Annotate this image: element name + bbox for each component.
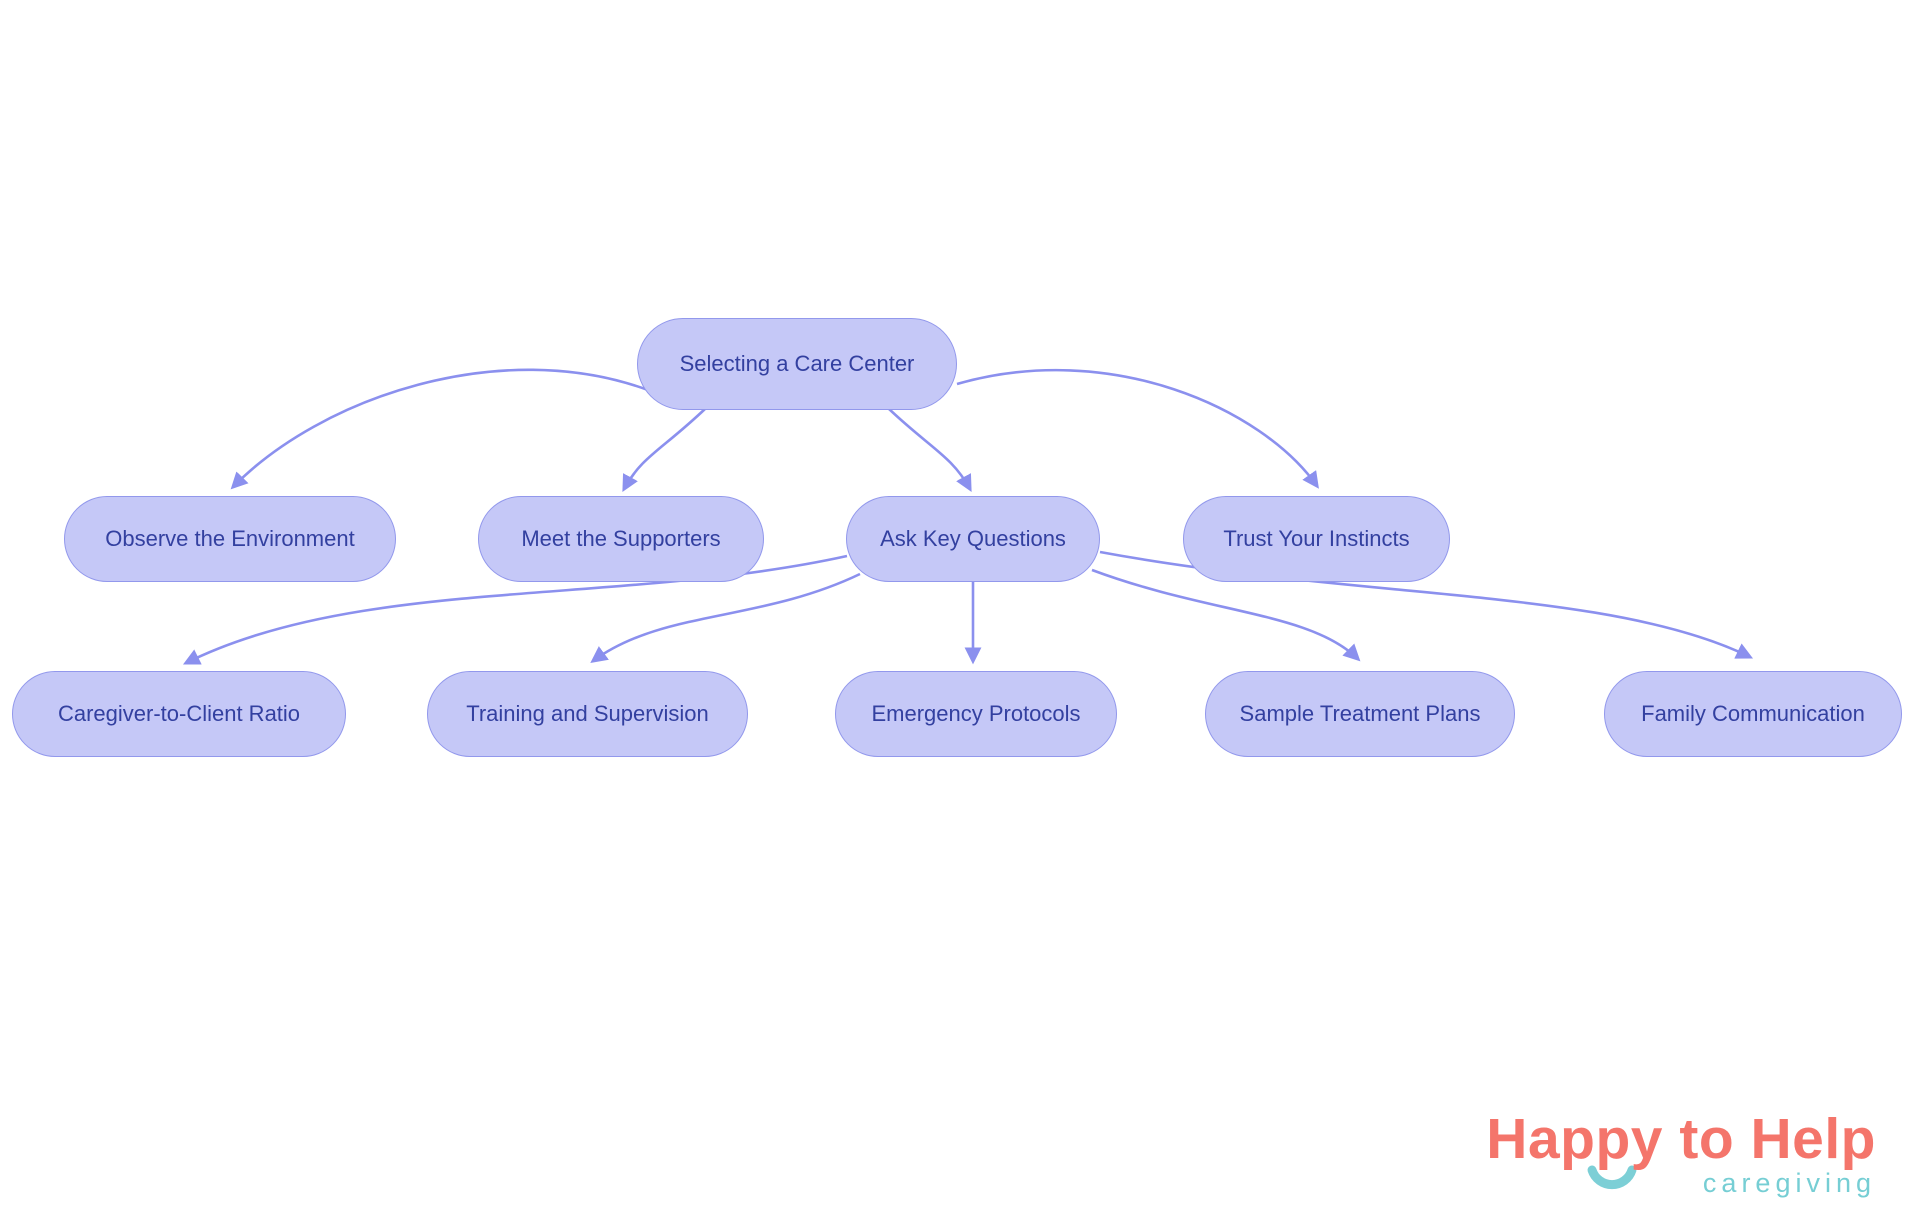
node-ask-key-questions: Ask Key Questions — [846, 496, 1100, 582]
brand-title: Happy to Help — [1486, 1107, 1876, 1172]
edge-root-ask — [887, 407, 972, 492]
node-training-and-supervision: Training and Supervision — [427, 671, 748, 757]
edge-ask-plans — [1091, 568, 1361, 662]
smile-icon — [1587, 1165, 1637, 1190]
node-emergency-protocols: Emergency Protocols — [835, 671, 1117, 757]
edge-ask-training — [590, 572, 861, 664]
edge-root-trust — [956, 368, 1319, 489]
node-observe-the-environment: Observe the Environment — [64, 496, 396, 582]
node-caregiver-to-client-ratio: Caregiver-to-Client Ratio — [12, 671, 346, 757]
node-trust-your-instincts: Trust Your Instincts — [1183, 496, 1450, 582]
brand-subtitle: caregiving — [1702, 1168, 1876, 1198]
edge-root-meet — [622, 407, 707, 492]
node-family-communication: Family Communication — [1604, 671, 1902, 757]
edge-root-observe — [230, 368, 649, 490]
node-meet-the-supporters: Meet the Supporters — [478, 496, 764, 582]
node-sample-treatment-plans: Sample Treatment Plans — [1205, 671, 1515, 757]
node-selecting-a-care-center: Selecting a Care Center — [637, 318, 957, 410]
brand-logo: Happy to Help caregiving — [1486, 1107, 1876, 1199]
